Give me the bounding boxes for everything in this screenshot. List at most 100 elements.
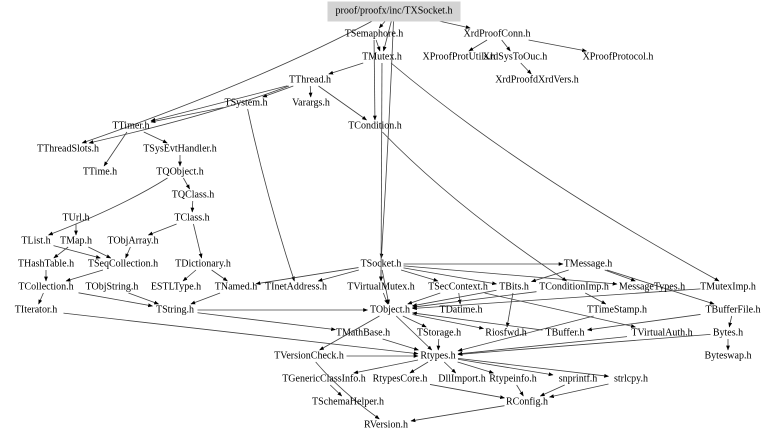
- node-tseqcollection-h[interactable]: TSeqCollection.h: [88, 259, 158, 270]
- node-tthreadslots-h[interactable]: TThreadSlots.h: [37, 144, 99, 155]
- node-label[interactable]: TObjString.h: [86, 282, 139, 293]
- node-label[interactable]: TTimer.h: [112, 121, 149, 132]
- node-ttime-h[interactable]: TTime.h: [83, 167, 117, 178]
- node-titerator-h[interactable]: TIterator.h: [15, 305, 57, 316]
- node-label[interactable]: TDictionary.h: [175, 259, 231, 270]
- node-label[interactable]: Byteswap.h: [705, 351, 752, 362]
- node-label[interactable]: TQClass.h: [172, 190, 215, 201]
- node-tmutex-h[interactable]: TMutex.h: [362, 52, 402, 63]
- node-rconfig-h[interactable]: RConfig.h: [506, 397, 548, 408]
- node-varargs-h[interactable]: Varargs.h: [292, 98, 330, 109]
- node-xproofprotocol-h[interactable]: XProofProtocol.h: [583, 52, 654, 63]
- node-tsysevthandler-h[interactable]: TSysEvtHandler.h: [143, 144, 217, 155]
- node-label[interactable]: TUrl.h: [63, 213, 90, 224]
- node-snprintf-h[interactable]: snprintf.h: [559, 374, 598, 385]
- node-tgenericclassinfo-h[interactable]: TGenericClassInfo.h: [282, 374, 366, 385]
- node-label[interactable]: TObject.h: [370, 305, 410, 316]
- node-label[interactable]: Bytes.h: [713, 328, 743, 339]
- node-label[interactable]: XrdProofdXrdVers.h: [495, 75, 579, 86]
- node-label[interactable]: TString.h: [156, 305, 194, 316]
- node-label[interactable]: ESTLType.h: [151, 282, 201, 293]
- node-label[interactable]: proof/proofx/inc/TXSocket.h: [336, 6, 453, 17]
- node-label[interactable]: TCollection.h: [18, 282, 73, 293]
- node-xrdproofconn-h[interactable]: XrdProofConn.h: [464, 29, 531, 40]
- node-tobject-h[interactable]: TObject.h: [370, 305, 410, 316]
- node-tbits-h[interactable]: TBits.h: [499, 282, 529, 293]
- node-tthread-h[interactable]: TThread.h: [289, 75, 331, 86]
- node-tobjstring-h[interactable]: TObjString.h: [86, 282, 139, 293]
- node-label[interactable]: Varargs.h: [292, 98, 330, 109]
- node-rtypeinfo-h[interactable]: Rtypeinfo.h: [489, 374, 537, 385]
- node-tbufferfile-h[interactable]: TBufferFile.h: [705, 305, 760, 316]
- node-tstring-h[interactable]: TString.h: [156, 305, 194, 316]
- node-label[interactable]: DllImport.h: [438, 374, 486, 385]
- node-xrdsystoouc-h[interactable]: XrdSysToOuc.h: [483, 52, 548, 63]
- node-label[interactable]: TIterator.h: [15, 305, 57, 316]
- node-tschemahelper-h[interactable]: TSchemaHelper.h: [312, 397, 384, 408]
- node-label[interactable]: TThread.h: [289, 75, 331, 86]
- node-thashtable-h[interactable]: THashTable.h: [18, 259, 74, 270]
- node-label[interactable]: snprintf.h: [559, 374, 598, 385]
- node-messagetypes-h[interactable]: MessageTypes.h: [619, 282, 685, 293]
- node-label[interactable]: TMap.h: [60, 236, 92, 247]
- node-tqclass-h[interactable]: TQClass.h: [172, 190, 215, 201]
- node-label[interactable]: XrdSysToOuc.h: [483, 52, 548, 63]
- node-tsocket-h[interactable]: TSocket.h: [361, 259, 402, 270]
- node-label[interactable]: TObjArray.h: [107, 236, 158, 247]
- node-tcollection-h[interactable]: TCollection.h: [18, 282, 73, 293]
- node-tstorage-h[interactable]: TStorage.h: [417, 328, 461, 339]
- node-label[interactable]: RtypesCore.h: [373, 374, 428, 385]
- node-tinetaddress-h[interactable]: TInetAddress.h: [265, 282, 327, 293]
- node-label[interactable]: TNamed.h: [215, 282, 258, 293]
- node-label[interactable]: TInetAddress.h: [265, 282, 327, 293]
- node-label[interactable]: TSysEvtHandler.h: [143, 144, 217, 155]
- node-ttimestamp-h[interactable]: TTimeStamp.h: [587, 305, 647, 316]
- node-tconditionimp-h[interactable]: TConditionImp.h: [539, 282, 609, 293]
- node-tqobject-h[interactable]: TQObject.h: [156, 167, 204, 178]
- node-ttimer-h[interactable]: TTimer.h: [112, 121, 149, 132]
- node-tbuffer-h[interactable]: TBuffer.h: [546, 328, 585, 339]
- node-tdatime-h[interactable]: TDatime.h: [439, 305, 482, 316]
- node-label[interactable]: TBits.h: [499, 282, 529, 293]
- node-estltype-h[interactable]: ESTLType.h: [151, 282, 201, 293]
- node-label[interactable]: TConditionImp.h: [539, 282, 609, 293]
- node-dllimport-h[interactable]: DllImport.h: [438, 374, 486, 385]
- node-label[interactable]: TBuffer.h: [546, 328, 585, 339]
- node-label[interactable]: strlcpy.h: [614, 374, 648, 385]
- node-tseccontext-h[interactable]: TSecContext.h: [428, 282, 488, 293]
- node-tsemaphore-h[interactable]: TSemaphore.h: [345, 29, 404, 40]
- node-tvirtualmutex-h[interactable]: TVirtualMutex.h: [347, 282, 414, 293]
- node-label[interactable]: TQObject.h: [156, 167, 204, 178]
- node-label[interactable]: TStorage.h: [417, 328, 461, 339]
- node-label[interactable]: TSchemaHelper.h: [312, 397, 384, 408]
- node-tvirtualauth-h[interactable]: TVirtualAuth.h: [631, 328, 692, 339]
- node-label[interactable]: TSocket.h: [361, 259, 402, 270]
- node-label[interactable]: TSystem.h: [224, 98, 267, 109]
- node-label[interactable]: TThreadSlots.h: [37, 144, 99, 155]
- node-tlist-h[interactable]: TList.h: [21, 236, 50, 247]
- node-label[interactable]: Rtypeinfo.h: [489, 374, 537, 385]
- node-label[interactable]: MessageTypes.h: [619, 282, 685, 293]
- node-xproofprotutils-h[interactable]: XProofProtUtils.h: [422, 52, 495, 63]
- node-label[interactable]: THashTable.h: [18, 259, 74, 270]
- node-label[interactable]: TClass.h: [174, 213, 209, 224]
- node-xrdproofdxrdvers-h[interactable]: XrdProofdXrdVers.h: [495, 75, 579, 86]
- node-label[interactable]: TSecContext.h: [428, 282, 488, 293]
- node-rversion-h[interactable]: RVersion.h: [364, 420, 408, 431]
- node-strlcpy-h[interactable]: strlcpy.h: [614, 374, 648, 385]
- node-label[interactable]: TVirtualMutex.h: [347, 282, 414, 293]
- node-label[interactable]: RConfig.h: [506, 397, 548, 408]
- node-tobjarray-h[interactable]: TObjArray.h: [107, 236, 158, 247]
- node-tnamed-h[interactable]: TNamed.h: [215, 282, 258, 293]
- node-label[interactable]: TVersionCheck.h: [274, 351, 344, 362]
- node-label[interactable]: RVersion.h: [364, 420, 408, 431]
- node-label[interactable]: XProofProtocol.h: [583, 52, 654, 63]
- node-bytes-h[interactable]: Bytes.h: [713, 328, 743, 339]
- node-label[interactable]: Rtypes.h: [420, 351, 455, 362]
- node-tdictionary-h[interactable]: TDictionary.h: [175, 259, 231, 270]
- node-tcondition-h[interactable]: TCondition.h: [348, 121, 402, 132]
- node-tmuteximp-h[interactable]: TMutexImp.h: [700, 282, 756, 293]
- node-label[interactable]: XProofProtUtils.h: [422, 52, 495, 63]
- node-label[interactable]: TList.h: [21, 236, 50, 247]
- node-tmathbase-h[interactable]: TMathBase.h: [336, 328, 390, 339]
